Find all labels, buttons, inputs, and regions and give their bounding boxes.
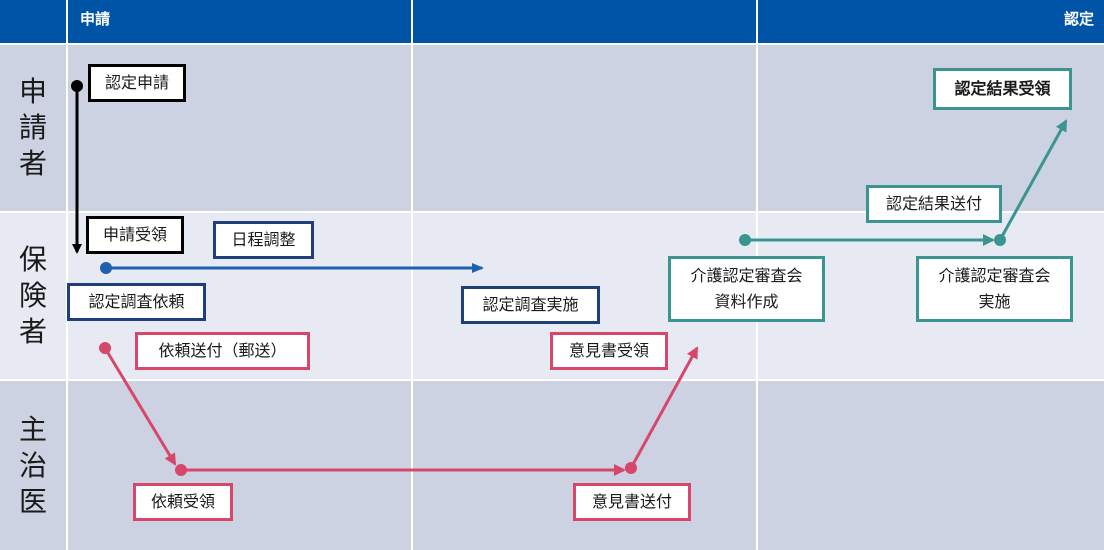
box-nittei-chosei: 日程調整 (213, 221, 314, 259)
box-shiryo-sakusei-line-1: 介護認定審査会 (690, 266, 803, 285)
header-col-nintei: 認定 (758, 0, 1104, 43)
box-ikensho-juryo-label: 意見書受領 (568, 341, 649, 360)
box-irai-juryo: 依頼受領 (133, 483, 233, 521)
arrow-application-to-receipt (71, 80, 83, 254)
box-shiryo-sakusei-line-2: 資料作成 (714, 292, 779, 311)
box-nintei-shinsei-label: 認定申請 (104, 73, 169, 92)
box-shinsakai-jisshi: 介護認定審査会 実施 (916, 256, 1073, 322)
lane-label-applicant-char-1: 申 (18, 75, 47, 108)
box-nintei-shinsei: 認定申請 (88, 64, 186, 102)
box-kekka-juryo-label: 認定結果受領 (954, 79, 1051, 98)
arrow-request-send (99, 342, 177, 466)
lane-label-doctor: 主 治 医 (0, 381, 66, 550)
box-nittei-chosei-label: 日程調整 (231, 230, 296, 249)
box-kekka-sofu-label: 認定結果送付 (885, 194, 982, 213)
lane-label-doctor-char-2: 治 (18, 448, 47, 482)
arrow-committee-prep (739, 234, 995, 246)
box-irai-sofu: 依頼送付（郵送） (135, 332, 310, 370)
box-ikensho-sofu-label: 意見書送付 (591, 492, 672, 511)
box-shiryo-sakusei: 介護認定審査会 資料作成 (668, 256, 825, 322)
box-kekka-sofu: 認定結果送付 (866, 185, 1002, 223)
lane-label-applicant-char-3: 者 (18, 147, 47, 180)
lane-doctor-cell-2 (413, 381, 756, 550)
arrow-opinion-send (625, 346, 699, 474)
lane-doctor-cell-3 (758, 381, 1104, 550)
lane-label-insurer-char-2: 険 (18, 279, 47, 312)
box-irai-sofu-label: 依頼送付（郵送） (158, 341, 287, 360)
lane-doctor-cell-1 (68, 381, 411, 550)
box-shinsei-juryo-label: 申請受領 (102, 225, 167, 244)
lane-label-doctor-char-1: 主 (18, 412, 47, 446)
box-ikensho-juryo: 意見書受領 (550, 332, 668, 370)
box-shinsakai-jisshi-line-2: 実施 (978, 292, 1011, 311)
lane-applicant-label-cell (0, 45, 66, 211)
lane-label-applicant-char-2: 請 (18, 111, 47, 144)
lane-applicant-cell-2 (413, 45, 756, 211)
box-kekka-juryo: 認定結果受領 (933, 68, 1072, 110)
lane-label-insurer: 保 険 者 (0, 213, 66, 379)
box-shinsei-juryo: 申請受領 (86, 216, 184, 254)
lane-label-insurer-char-3: 者 (18, 315, 47, 348)
lane-label-insurer-char-1: 保 (18, 243, 47, 276)
arrow-doctor-process (175, 464, 626, 476)
box-ikensho-sofu: 意見書送付 (573, 483, 691, 521)
lane-doctor-label-cell (0, 381, 66, 550)
header-corner (0, 0, 66, 43)
box-shinsakai-jisshi-line-1: 介護認定審査会 (938, 266, 1051, 285)
box-chosa-irai-label: 認定調査依頼 (88, 292, 185, 311)
box-chosa-jisshi: 認定調査実施 (461, 286, 600, 324)
box-chosa-jisshi-label: 認定調査実施 (482, 295, 579, 314)
lane-label-applicant: 申 請 者 (0, 45, 66, 211)
header-col-shinsei: 申請 (68, 0, 411, 43)
header-col-middle (413, 0, 756, 43)
header-col-shinsei-label: 申請 (80, 10, 111, 28)
lane-insurer-label-cell (0, 213, 66, 379)
arrow-schedule-adjustment (100, 262, 484, 274)
box-chosa-irai: 認定調査依頼 (67, 283, 206, 321)
lane-label-doctor-char-3: 医 (18, 484, 47, 518)
box-irai-juryo-label: 依頼受領 (150, 492, 215, 511)
arrow-result-send (994, 119, 1068, 246)
header-col-nintei-label: 認定 (1063, 10, 1094, 28)
